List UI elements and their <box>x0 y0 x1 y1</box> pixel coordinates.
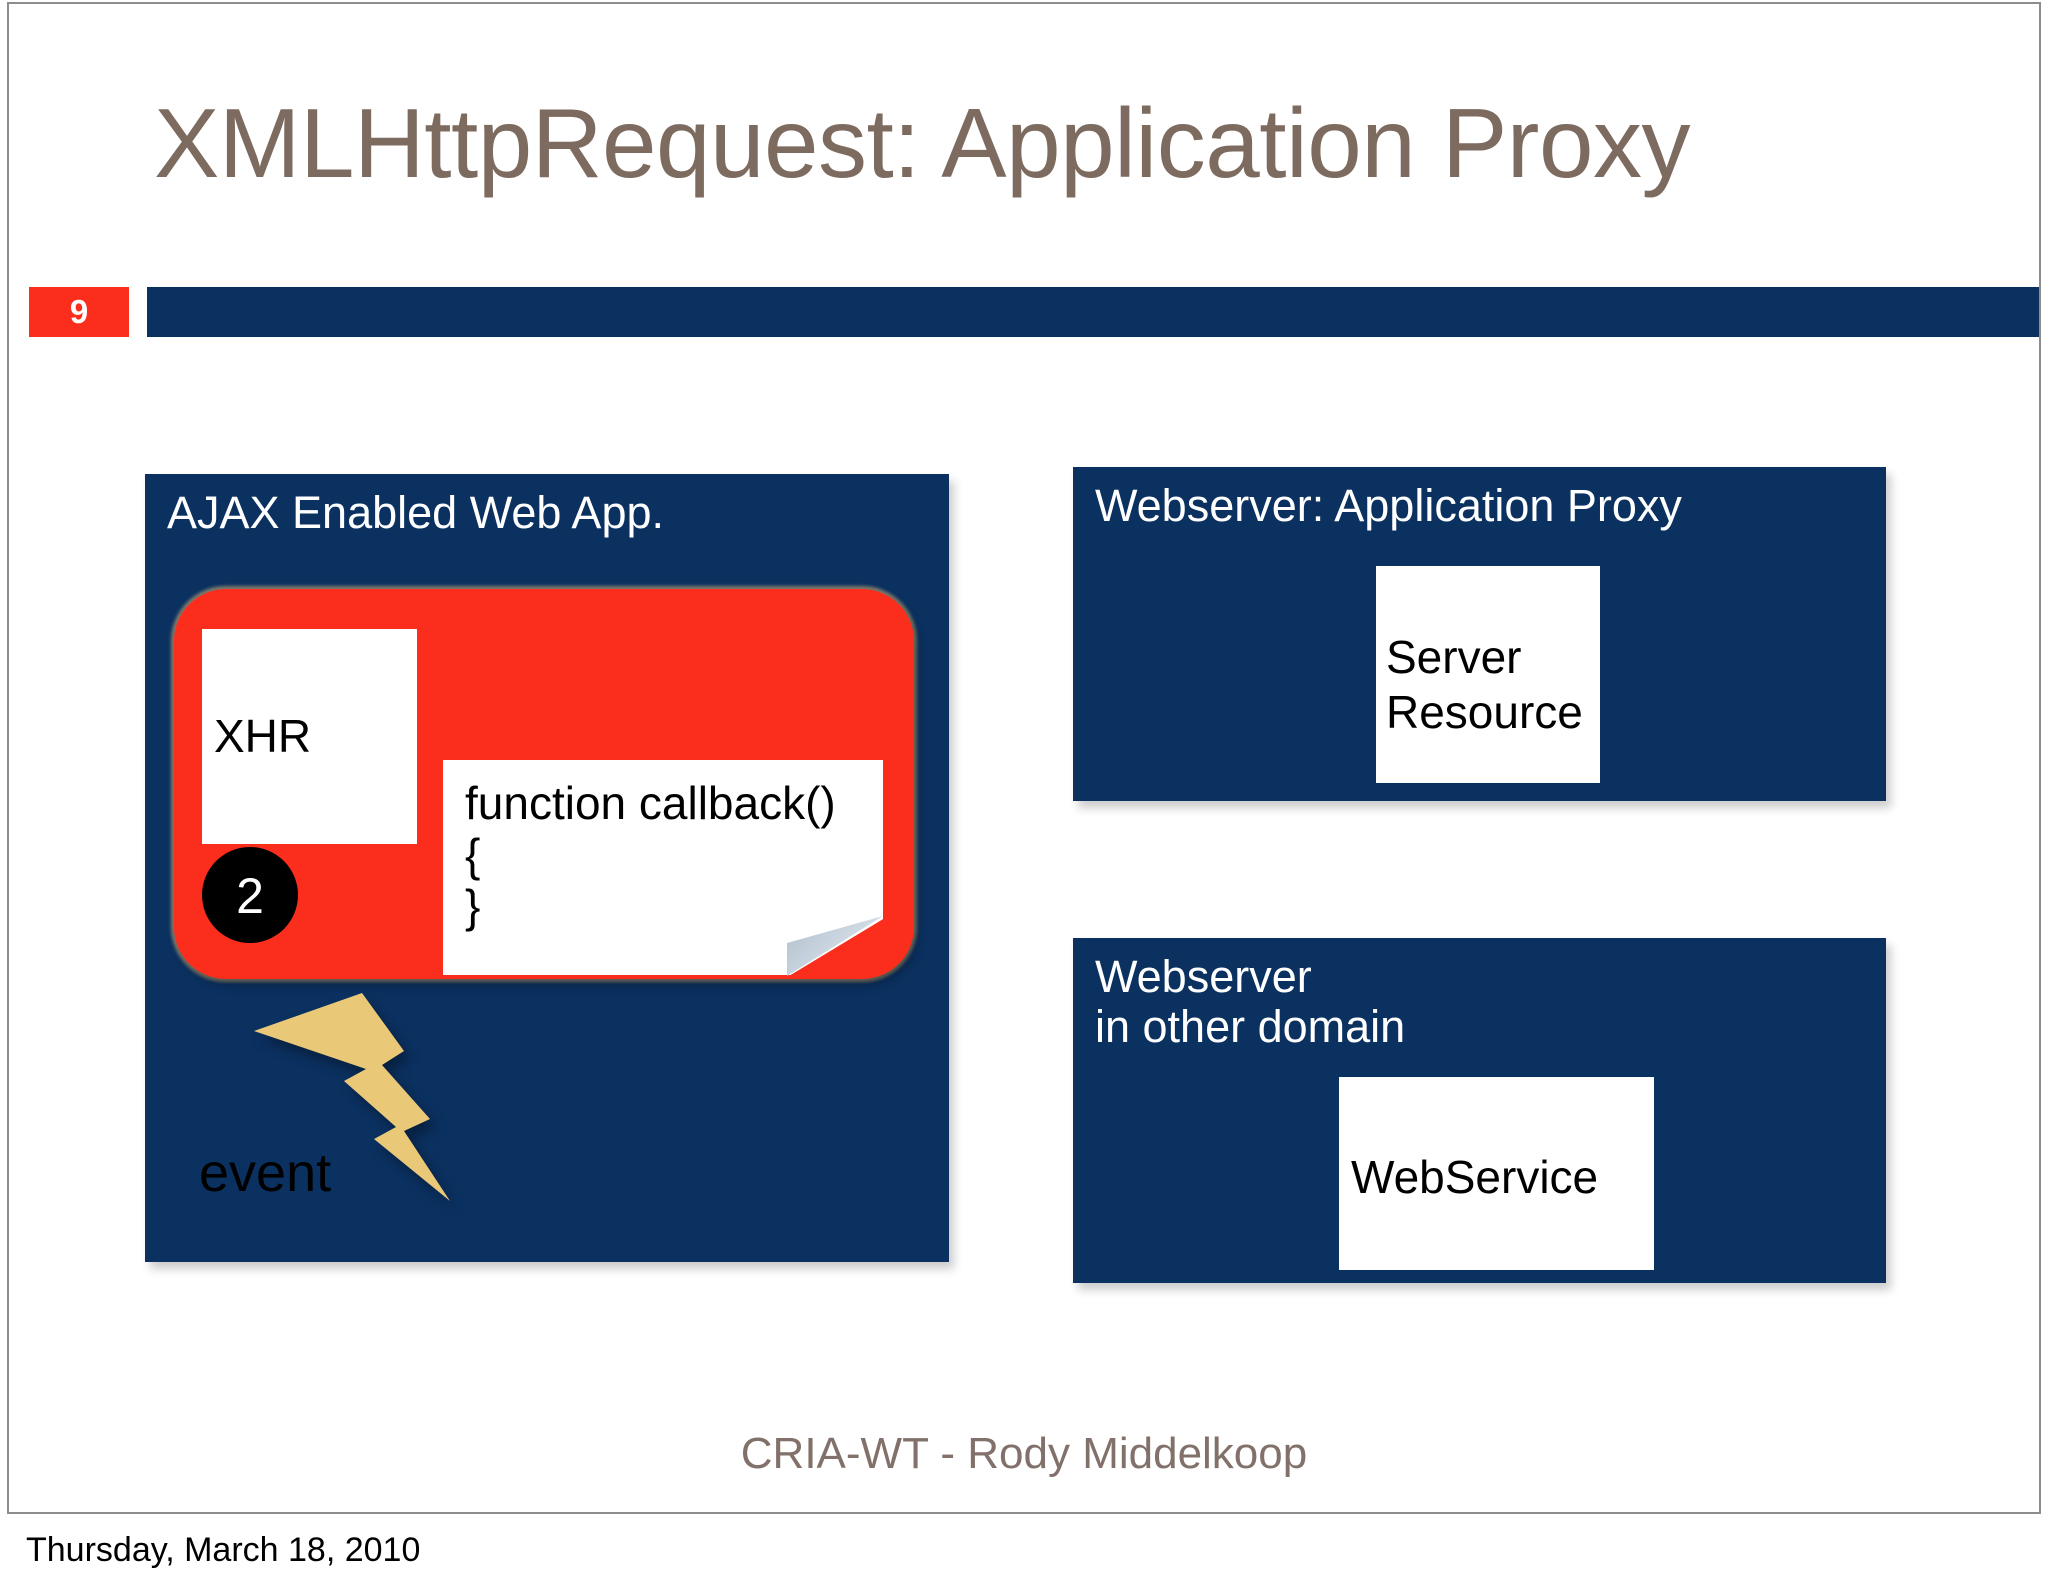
lightning-bolt-icon <box>254 993 450 1201</box>
webservice-box: WebService <box>1339 1077 1654 1270</box>
panel-proxy-title: Webserver: Application Proxy <box>1095 480 1682 531</box>
page-title: XMLHttpRequest: Application Proxy <box>154 88 1690 198</box>
callback-note: function callback() { } <box>443 760 883 975</box>
panel-ajax-title: AJAX Enabled Web App. <box>167 487 664 538</box>
step-badge-2: 2 <box>202 847 298 943</box>
server-resource-box: Server Resource <box>1376 566 1600 783</box>
page-number-badge: 9 <box>29 287 129 337</box>
slide-credit: CRIA-WT - Rody Middelkoop <box>740 1429 1308 1478</box>
slide-canvas: XMLHttpRequest: Application Proxy 9 AJAX… <box>7 2 2041 1514</box>
event-label: event <box>199 1143 332 1203</box>
xhr-box: XHR <box>202 629 417 844</box>
slide-date: Thursday, March 18, 2010 <box>26 1531 421 1569</box>
header-rule <box>147 287 2039 337</box>
step-badge-number: 2 <box>236 868 264 924</box>
panel-other-title: Webserver in other domain <box>1095 951 1406 1053</box>
